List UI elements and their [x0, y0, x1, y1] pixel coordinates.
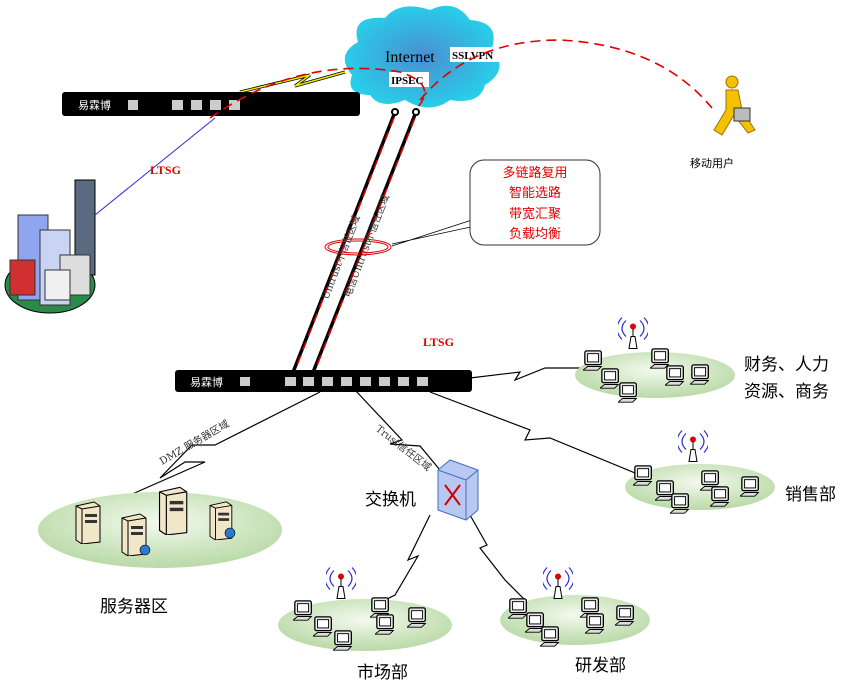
switch-label: 交换机 [365, 490, 416, 509]
wireless-ap-icon [326, 559, 356, 600]
link-aggregation-ring [324, 238, 392, 256]
rnd-zone [500, 559, 650, 647]
rnd-zone-label: 研发部 [575, 656, 626, 675]
callout-line-4: 负载均衡 [509, 226, 561, 241]
server-icon [158, 486, 188, 535]
market-link [374, 514, 431, 606]
ipsec-tunnel [209, 67, 426, 119]
branch-device-brand: 易霖博 [78, 99, 111, 112]
sslvpn-tunnel [419, 39, 713, 109]
wan-lightning-top [239, 70, 346, 94]
main-device-brand: 易霖博 [190, 376, 223, 389]
feature-callout: 多链路复用 智能选路 带宽汇聚 负载均衡 [469, 159, 601, 246]
callout-line-1: 多链路复用 [502, 165, 567, 180]
ipsec-label: IPSEC [391, 75, 423, 87]
market-zone-label: 市场部 [357, 663, 408, 681]
mobile-user-icon [713, 75, 756, 136]
mobile-user-label: 移动用户 [690, 156, 734, 170]
ltsg-main-label: LTSG [423, 335, 454, 349]
branch-ltsg-device: 易霖博 [62, 92, 360, 116]
rnd-link [469, 514, 526, 601]
branch-office-building [4, 179, 96, 314]
market-zone [278, 559, 452, 651]
pc-icon [618, 382, 637, 403]
sslvpn-label: SSLVPN [452, 50, 493, 62]
finance-zone-label-1: 财务、人力 [744, 355, 829, 374]
switch-icon [437, 459, 479, 521]
dmz-link [129, 391, 321, 496]
sales-link [429, 391, 641, 476]
trust-link-label: Trust信任区域 [373, 422, 434, 474]
pc-icon [540, 626, 559, 647]
wan-link-2 [308, 111, 418, 381]
pc-icon [670, 493, 689, 514]
wireless-ap-icon [618, 309, 648, 350]
wireless-ap-icon [678, 422, 708, 463]
finance-zone-label-2: 资源、商务 [744, 382, 829, 401]
server-zone-label: 服务器区 [100, 597, 168, 616]
finance-link [469, 367, 580, 382]
ltsg-branch-label: LTSG [150, 163, 181, 177]
callout-line-2: 智能选路 [509, 185, 561, 200]
branch-link-line [94, 117, 216, 216]
trust-link [354, 389, 441, 471]
wireless-ap-icon [543, 559, 573, 600]
server-zone [38, 486, 282, 568]
callout-line-3: 带宽汇聚 [509, 206, 561, 221]
server-icon [75, 501, 101, 544]
wan-link-1 [288, 111, 397, 381]
internet-label: Internet [385, 49, 435, 66]
sales-zone-label: 销售部 [785, 485, 836, 504]
main-ltsg-device: 易霖博 [175, 370, 472, 392]
internet-cloud: Internet SSLVPN IPSEC [344, 5, 505, 108]
finance-zone [575, 309, 735, 403]
sales-zone [625, 422, 775, 514]
